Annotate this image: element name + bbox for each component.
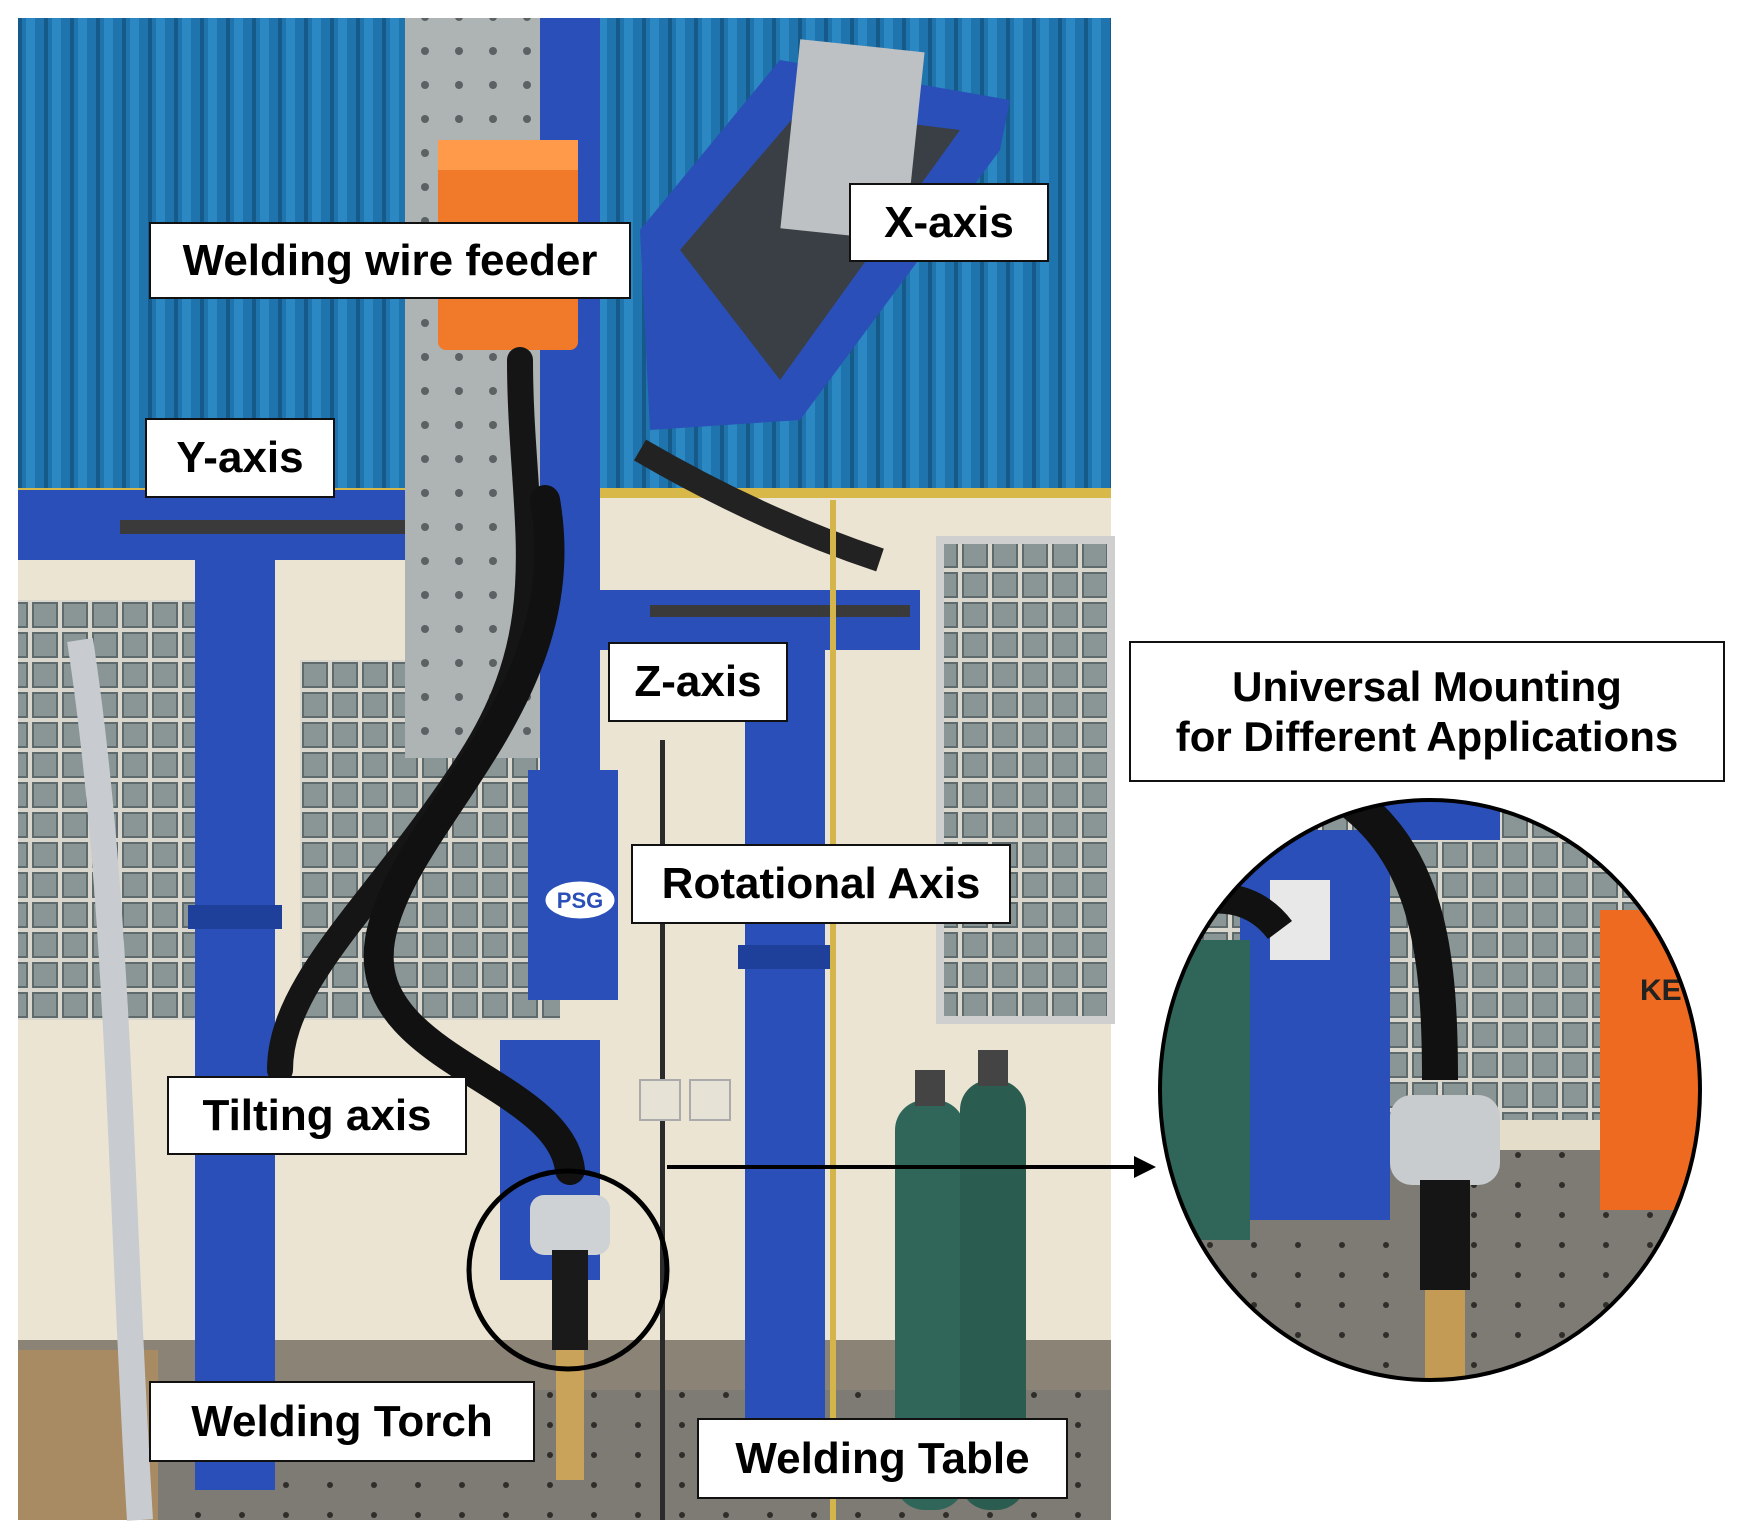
psg-badge: PSG (557, 888, 603, 913)
gas-cylinder-1 (895, 1100, 965, 1510)
callout-arrow (667, 1156, 1156, 1178)
label-tilting-axis: Tilting axis (167, 1076, 467, 1155)
gantry-leg-left (195, 560, 275, 1490)
label-y-axis: Y-axis (145, 418, 335, 498)
inset-ellipse-frame (1158, 798, 1702, 1382)
inset-photo: KE (1160, 800, 1700, 1380)
gantry-leg-right (745, 650, 825, 1490)
inset-clamp (1390, 1095, 1500, 1185)
z-axis-column (540, 18, 600, 778)
label-z-axis: Z-axis (608, 642, 788, 722)
torch-highlight-circle (466, 1168, 670, 1372)
label-x-axis: X-axis (849, 183, 1049, 262)
inset-machine-text: KE (1640, 974, 1682, 1007)
torch-nozzle (556, 1350, 584, 1480)
label-universal-mounting-line1: Universal Mounting (1232, 662, 1622, 710)
inset-nozzle (1425, 1290, 1465, 1380)
torch-clamp (530, 1195, 610, 1255)
cable-chain (633, 439, 884, 572)
inset-orange-machine (1600, 910, 1700, 1210)
label-welding-table: Welding Table (697, 1418, 1068, 1499)
torch-body (552, 1250, 588, 1350)
label-universal-mounting-line2: for Different Applications (1175, 712, 1679, 760)
label-universal-mounting: Universal Mounting for Different Applica… (1129, 641, 1725, 782)
label-welding-wire-feeder: Welding wire feeder (149, 222, 631, 299)
label-rotational-axis: Rotational Axis (631, 844, 1011, 924)
window-grille-right (936, 536, 1115, 1024)
gas-cylinder-2 (960, 1080, 1026, 1510)
label-welding-torch: Welding Torch (149, 1381, 535, 1462)
